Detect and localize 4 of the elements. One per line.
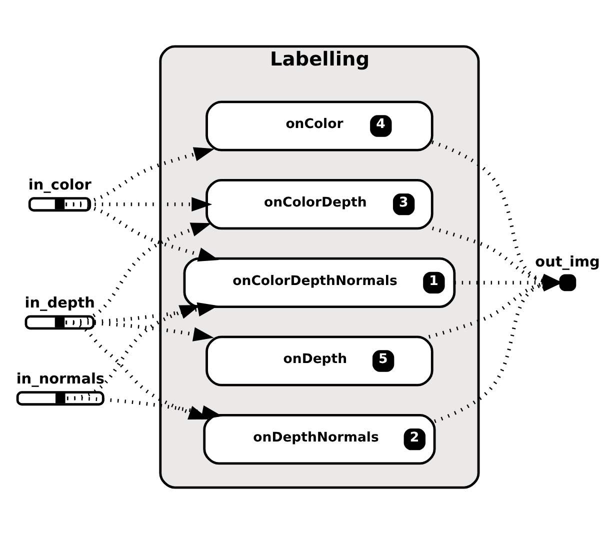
node-label: in_color [28, 176, 92, 193]
node-label: in_depth [24, 294, 95, 311]
node-label: in_normals [16, 370, 105, 387]
node-label: out_img [535, 254, 600, 270]
